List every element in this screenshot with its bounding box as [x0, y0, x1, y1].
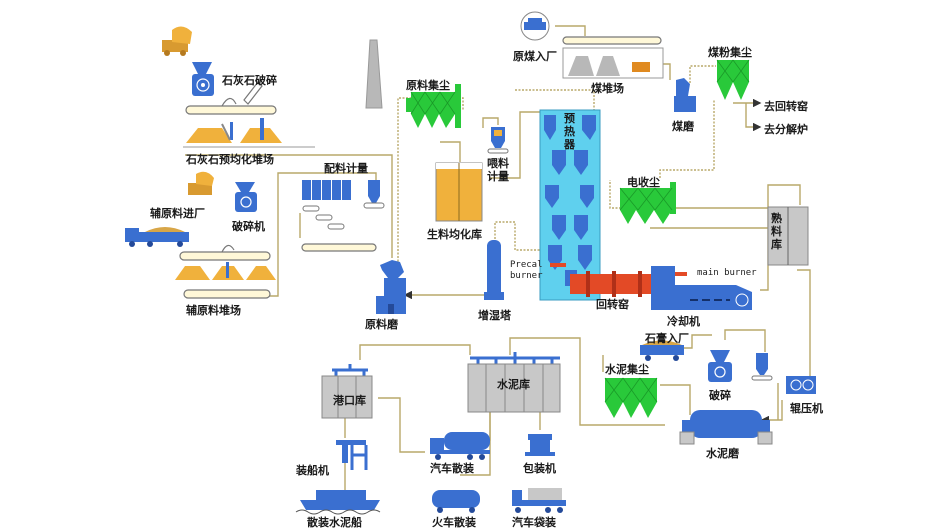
cement-dust-collector-icon: [604, 377, 658, 418]
label-coal-yard: 煤堆场: [591, 82, 624, 95]
label-clinker-silo: 熟料库: [771, 212, 782, 251]
label-preheater: 预热器: [564, 112, 575, 151]
raw-mill-icon: [376, 260, 406, 314]
label-main-burner: main burner: [697, 268, 757, 278]
aux-crusher-icon: [235, 182, 257, 212]
gypsum-crusher-icon: [708, 350, 732, 382]
limestone-conveyor-icon: [185, 81, 277, 115]
limestone-truck-icon: [162, 26, 192, 56]
label-rotary-kiln: 回转窑: [596, 298, 629, 311]
label-cement-dust-collector: 水泥集尘: [605, 363, 649, 376]
chimney-icon: [365, 39, 383, 109]
bagged-truck-icon: [512, 488, 566, 513]
label-to-rotary-kiln: 去回转窑: [764, 100, 808, 113]
label-gypsum-in: 石膏入厂: [645, 332, 689, 345]
label-limestone-crushing: 石灰石破碎: [222, 74, 277, 87]
cement-mill-icon: [679, 410, 773, 445]
cement-silo-icon: [467, 352, 561, 413]
raw-dust-collector-icon: [406, 84, 461, 128]
label-cement-silo: 水泥库: [497, 378, 530, 391]
label-batching: 配料计量: [324, 162, 368, 175]
label-train-bulk: 火车散装: [432, 516, 476, 529]
roller-press-icon: [786, 376, 816, 394]
coal-mill-icon: [674, 78, 696, 112]
label-kiln-feed-metering: 喂料计量: [487, 157, 509, 183]
label-packing-machine: 包装机: [523, 462, 556, 475]
kiln-feed-metering-icon: [487, 127, 509, 154]
label-roller-press: 辊压机: [790, 402, 823, 415]
label-raw-homogenization: 生料均化库: [427, 228, 482, 241]
aux-piles: [175, 262, 276, 280]
raw-coal-unloader-icon: [520, 11, 550, 41]
label-truck-bulk: 汽车散装: [430, 462, 474, 475]
packing-machine-icon: [525, 434, 555, 456]
gypsum-hopper-icon: [751, 353, 773, 381]
label-precal-burner: Precal burner: [510, 260, 543, 281]
label-limestone-yard: 石灰石预均化堆场: [186, 153, 274, 166]
batching-hopper: [363, 180, 385, 209]
aux-truck-icon: [125, 227, 189, 247]
aux-yard-conveyor: [183, 289, 271, 299]
coal-dust-collector-icon: [716, 59, 750, 100]
aux-conveyor-icon: [179, 244, 271, 261]
label-truck-bagged: 汽车袋装: [512, 516, 556, 529]
aux-truck-small-icon: [188, 171, 214, 195]
coal-conveyor: [562, 36, 662, 45]
label-coal-mill: 煤磨: [672, 120, 694, 133]
port-silo-icon: [321, 364, 373, 419]
limestone-crusher-icon: [192, 62, 214, 96]
label-bulk-cement-ship: 散装水泥船: [307, 516, 362, 529]
label-crusher: 破碎机: [232, 220, 265, 233]
flow-lines: [185, 25, 811, 490]
label-crushing: 破碎: [709, 389, 731, 402]
label-raw-mill: 原料磨: [365, 318, 398, 331]
label-coal-dust-collector: 煤粉集尘: [708, 46, 752, 59]
gypsum-cart-icon: [640, 340, 684, 361]
label-raw-dust-collector: 原料集尘: [406, 79, 450, 92]
label-cooler: 冷却机: [667, 315, 700, 328]
label-conditioning-tower: 增湿塔: [478, 309, 511, 322]
rotary-kiln-icon: [570, 271, 656, 297]
label-to-calciner: 去分解炉: [764, 123, 808, 136]
limestone-piles: [186, 118, 282, 143]
label-cement-mill: 水泥磨: [706, 447, 739, 460]
label-port-silo: 港口库: [333, 394, 366, 407]
label-aux-material-in: 辅原料进厂: [150, 207, 205, 220]
batching-bins: [302, 180, 351, 230]
electrostatic-precipitator-icon: [619, 182, 676, 224]
batching-conveyor: [301, 243, 377, 252]
label-esp: 电收尘: [627, 176, 660, 189]
label-raw-coal-in: 原煤入厂: [513, 50, 557, 63]
bulk-truck-icon: [430, 432, 490, 460]
train-bulk-icon: [432, 490, 480, 513]
cooler-icon: [651, 266, 752, 310]
coal-yard-icon: [562, 47, 664, 79]
cement-ship-icon: [295, 490, 381, 515]
conditioning-tower-icon: [484, 240, 504, 300]
clinker-silo-icon: [767, 206, 809, 266]
label-ship-loader: 装船机: [296, 464, 329, 477]
raw-homogenization-silo-icon: [435, 162, 483, 222]
ship-loader-icon: [336, 440, 368, 470]
label-aux-yard: 辅原料堆场: [186, 304, 241, 317]
